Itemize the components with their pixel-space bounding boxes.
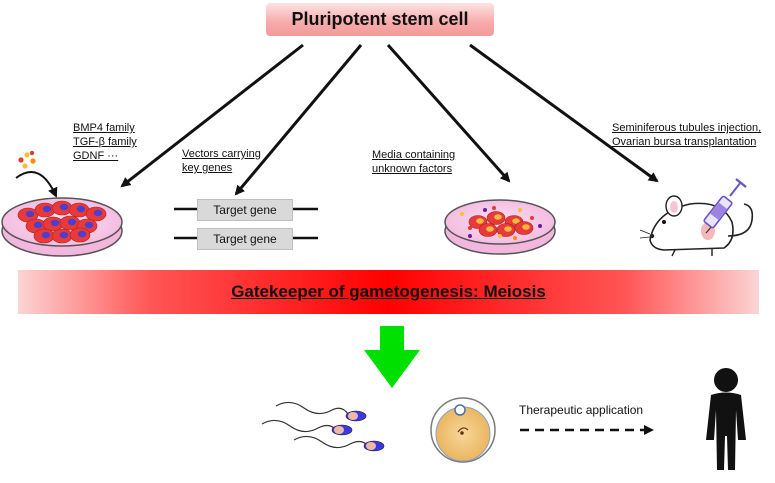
cell [51,200,73,216]
factor-dot [513,236,517,240]
oocyte-icon [430,397,496,463]
cell-cluster-media [468,211,534,237]
sperm [261,419,353,436]
injection-line-2: Ovarian bursa transplantation [612,136,757,148]
cell [51,228,73,244]
cell [486,211,506,225]
petri-dish-left [1,197,123,257]
growth-factor-labels: BMP4 family TGF-β family GDNF ··· [73,121,137,163]
target-gene-box-1: Target gene [197,199,293,221]
meiosis-banner-label: Gatekeeper of gametogenesis: Meiosis [231,282,546,301]
sperm [275,401,367,422]
media-line-2: unknown factors [372,163,453,175]
vector-labels: Vectors carrying key genes [182,147,261,175]
cell [478,223,498,237]
vector-line-2: key genes [182,162,233,174]
target-gene-box-2: Target gene [197,228,293,250]
pluripotent-stem-cell-box: Pluripotent stem cell [266,3,494,36]
cell [69,227,91,243]
growth-factor-line-2: TGF-β family [73,136,137,148]
cell [34,202,56,218]
green-down-arrow [364,326,420,388]
growth-factor-line-3: GDNF ··· [73,150,119,162]
cell [59,215,81,231]
factor-dot [468,234,472,238]
factor-dot [498,234,502,238]
cell [85,206,107,222]
petri-dish-media [444,199,556,255]
sperm [293,435,385,452]
arrow-to-mouse [469,43,659,183]
factor-dot [530,216,534,220]
human-figure-icon [706,368,746,470]
injection-line-1: Seminiferous tubules injection, [612,122,762,134]
sperm-cells [261,401,385,452]
top-box-label: Pluripotent stem cell [291,9,469,29]
media-factor-dots [460,206,542,240]
factor-dot [483,208,487,212]
vector-line-1: Vectors carrying [182,148,261,160]
cell [496,223,516,237]
curved-factor-arrow [15,171,58,198]
target-gene-label-1: Target gene [213,203,277,217]
syringe-icon [703,178,747,234]
factor-dot [468,226,472,230]
factor-dot [492,206,496,210]
target-gene-label-2: Target gene [213,232,277,246]
branch-arrows [120,43,659,196]
factor-dot [518,208,522,212]
growth-factor-line-1: BMP4 family [73,122,135,134]
growth-factor-dots [18,150,36,169]
factor-dot [460,212,464,216]
factor-dot [538,224,542,228]
arrow-to-growth-dish [120,43,304,188]
media-line-1: Media containing [372,149,456,161]
cell [514,221,534,235]
arrow-to-vectors [234,44,363,196]
therapeutic-application-label: Therapeutic application [519,403,644,417]
media-labels: Media containing unknown factors [372,148,455,176]
arrow-to-media-dish [386,44,511,183]
meiosis-banner: Gatekeeper of gametogenesis: Meiosis [18,270,759,314]
injection-labels: Seminiferous tubules injection, Ovarian … [612,121,761,149]
cell [33,228,55,244]
mouse-illustration [639,178,754,257]
cell-cluster [17,200,107,244]
